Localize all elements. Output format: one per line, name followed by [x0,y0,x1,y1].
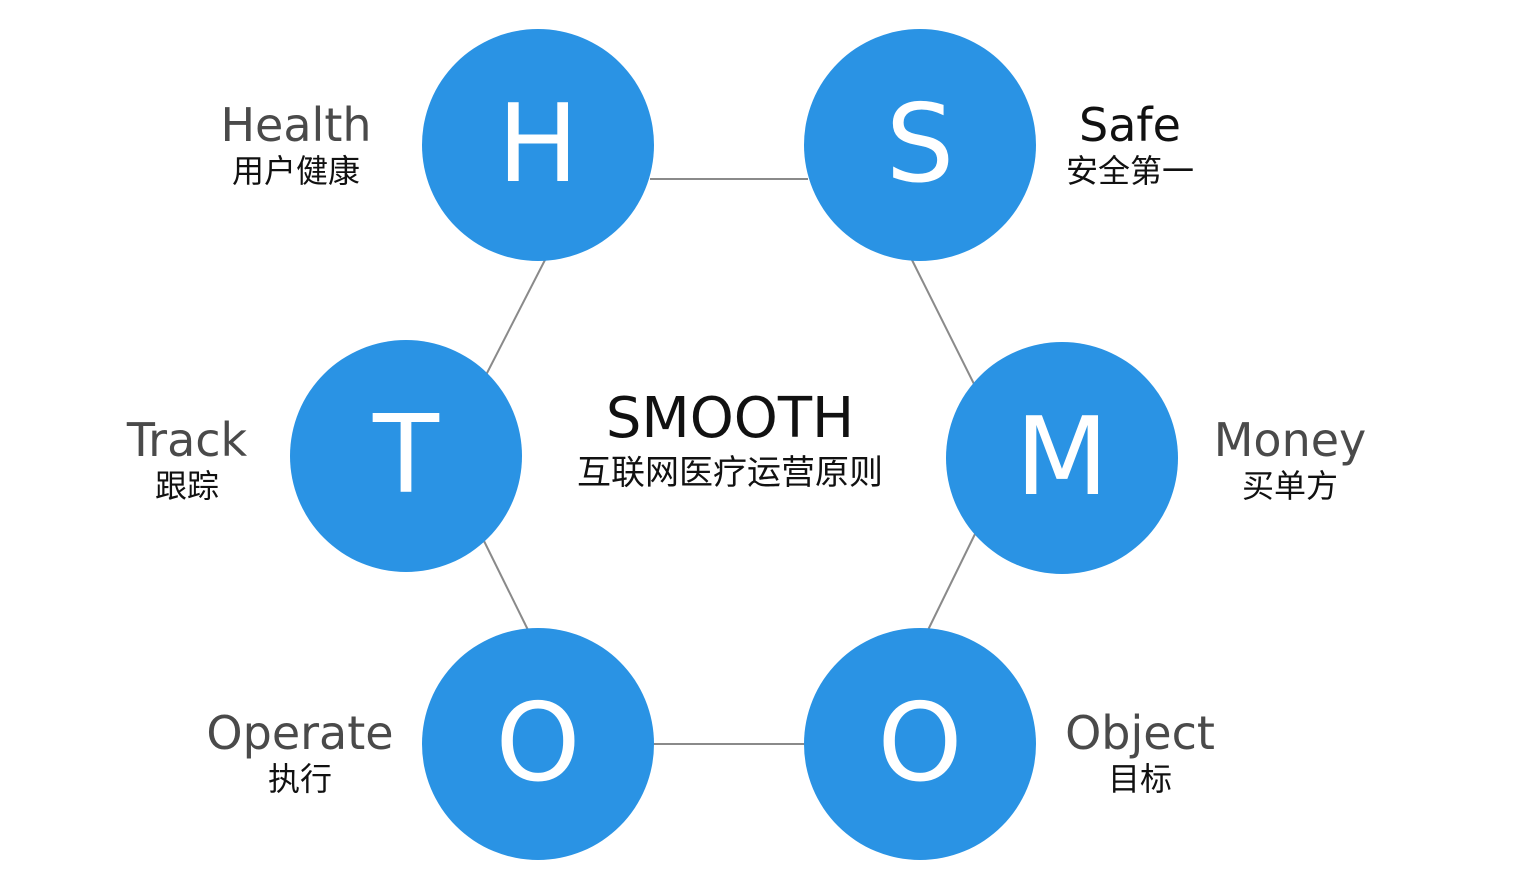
node-label-en: Safe [1079,98,1181,152]
node-letter: M [1015,395,1109,520]
node-circle-h: H [422,29,654,261]
node-label-zh: 用户健康 [231,151,360,190]
node-label-operate: Operate 执行 [195,708,405,800]
node-label-en: Money [1213,413,1367,467]
node-circle-m: M [946,342,1178,574]
node-label-zh: 买单方 [1241,466,1338,505]
node-label-safe: Safe 安全第一 [1040,100,1220,192]
node-label-en: Object [1065,706,1215,760]
node-label-money: Money 买单方 [1200,415,1380,507]
center-title-block: SMOOTH 互联网医疗运营原则 [520,388,940,497]
connector-t-h [485,257,547,376]
node-label-zh: 安全第一 [1065,151,1194,190]
node-label-object: Object 目标 [1050,708,1230,800]
node-letter: O [877,681,963,806]
node-circle-o-operate: O [422,628,654,860]
connector-m-o [927,533,976,631]
node-circle-o-object: O [804,628,1036,860]
node-label-en: Operate [206,706,394,760]
connector-s-m [911,259,976,387]
node-letter: H [497,82,579,207]
node-label-en: Health [220,98,372,152]
node-letter: T [373,393,439,518]
node-label-zh: 跟踪 [154,466,219,505]
node-label-zh: 执行 [267,759,332,798]
node-letter: S [885,82,955,207]
node-circle-s: S [804,29,1036,261]
node-label-track: Track 跟踪 [112,415,262,507]
node-label-health: Health 用户健康 [196,100,396,192]
diagram-subtitle: 互联网医疗运营原则 [577,452,883,493]
node-label-en: Track [126,413,248,467]
node-letter: O [495,681,581,806]
connector-o-t [483,540,529,631]
diagram-title: SMOOTH [605,386,855,451]
node-label-zh: 目标 [1107,759,1172,798]
node-circle-t: T [290,340,522,572]
